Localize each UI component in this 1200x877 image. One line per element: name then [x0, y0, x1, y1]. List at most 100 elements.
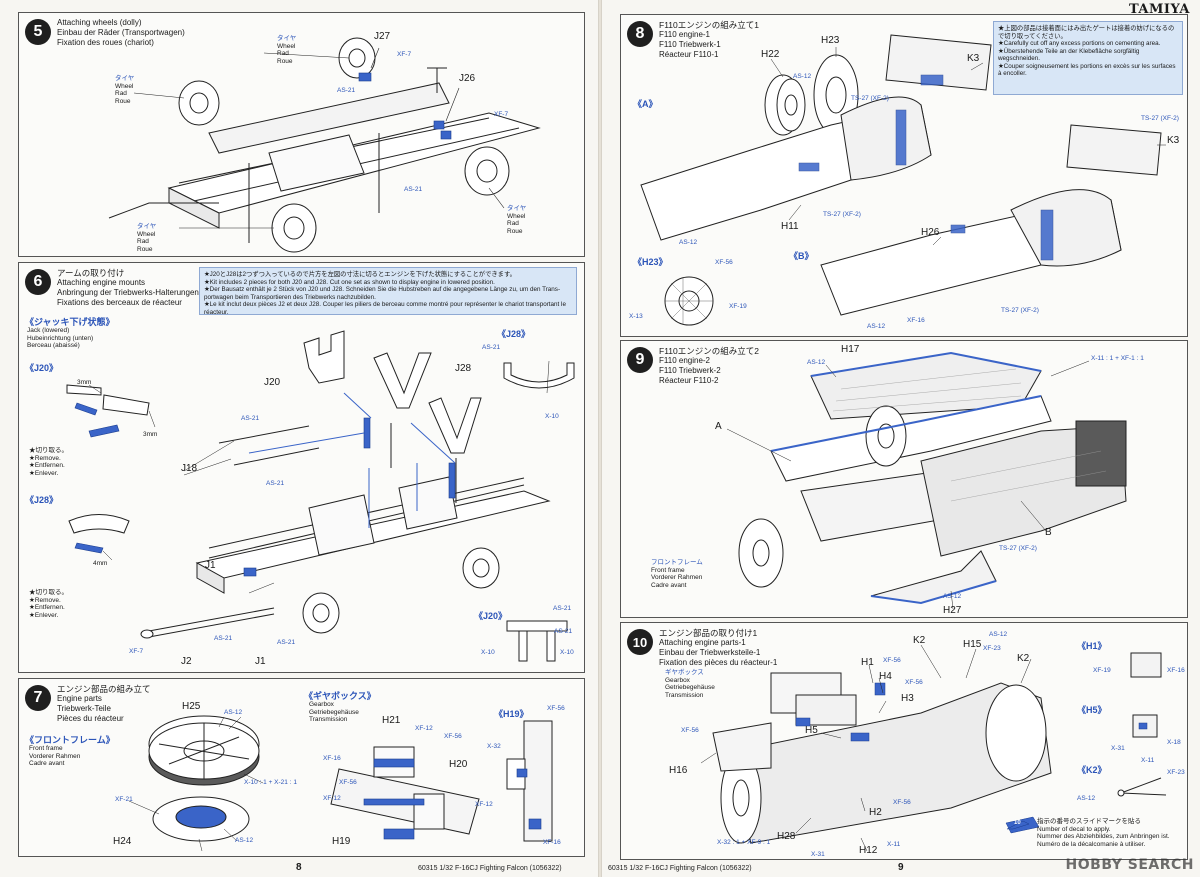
part-h2: H2 — [869, 807, 882, 818]
paint-xf16-b: XF-16 — [543, 839, 561, 846]
front-frame-note: フロントフレーム Front frame Vorderer Rahmen Cad… — [651, 559, 703, 589]
gearbox-section: 《ギヤボックス》 — [304, 691, 376, 701]
step-10-titles: エンジン部品の取り付け1 Attaching engine parts-1 Ei… — [659, 628, 778, 667]
h5-section: 《H5》 — [1077, 705, 1107, 715]
brand-logo: TAMIYA — [1128, 2, 1190, 17]
paint-as21-2: AS-21 — [266, 480, 285, 487]
step-8-note: ★上図の部品は接着面にはみ出たゲートは接着の妨げになるので切り取ってください。 … — [993, 21, 1183, 95]
decal-number: 10 — [1014, 820, 1021, 826]
paint-xf12-c: XF-12 — [475, 801, 493, 808]
decal-legend: 指示の番号のスライドマークを貼る Number of decal to appl… — [1037, 818, 1170, 848]
paint-xf23-a: XF-23 — [983, 645, 1001, 652]
part-h17: H17 — [841, 344, 860, 355]
dim-4mm: 4mm — [93, 560, 108, 567]
paint-x10-1: X-10 — [545, 413, 559, 420]
part-j27: J27 — [374, 31, 391, 42]
paint-xf56-c: XF-56 — [547, 705, 565, 712]
remove-note-1: ★切り取る。 ★Remove. ★Entfernen. ★Enlever. — [29, 447, 68, 477]
step-7-illustration — [128, 715, 553, 852]
step-10-number: 10 — [627, 629, 653, 655]
right-page: TAMIYA 8 F110エンジンの組み立て1 F110 engine-1 F1… — [602, 0, 1200, 877]
h1-section: 《H1》 — [1077, 641, 1107, 651]
step-8-illustration — [640, 34, 1166, 326]
remove-note-2: ★切り取る。 ★Remove. ★Entfernen. ★Enlever. — [29, 589, 68, 619]
front-frame-lines: Front frame Vorderer Rahmen Cadre avant — [29, 745, 81, 767]
paint-xf56-a: XF-56 — [883, 657, 901, 664]
part-h19: H19 — [332, 836, 351, 847]
paint-x18: X-18 — [1167, 739, 1181, 746]
paint-x11-a: X-11 — [887, 841, 901, 848]
paint-as12-a: AS-12 — [793, 73, 812, 80]
paint-xf19: XF-19 — [729, 303, 747, 310]
step-5-number: 5 — [25, 19, 51, 45]
right-page-number: 9 — [898, 862, 904, 873]
book-spine — [598, 0, 602, 877]
paint-x10-2: X-10 — [481, 649, 495, 656]
part-h5: H5 — [805, 725, 818, 736]
section-a: 《A》 — [633, 99, 658, 109]
paint-as12-b: AS-12 — [943, 593, 962, 600]
step-7-titles: エンジン部品の組み立て Engine parts Triebwerk-Teile… — [57, 684, 151, 723]
front-frame-section: 《フロントフレーム》 — [25, 735, 115, 745]
paint-ts27-a: TS-27 (XF-2) — [851, 95, 889, 102]
part-j26: J26 — [459, 73, 476, 84]
j28-right-section: 《J28》 — [497, 329, 531, 339]
watermark-logo: HOBBY SEARCH — [1065, 857, 1194, 873]
part-k2-a: K2 — [913, 635, 926, 646]
paint-ts27-b: TS-27 (XF-2) — [1141, 115, 1179, 122]
paint-xf23-b: XF-23 — [1167, 769, 1185, 776]
step-7-panel: 7 エンジン部品の組み立て Engine parts Triebwerk-Tei… — [18, 678, 585, 857]
part-h20: H20 — [449, 759, 468, 770]
j20-section: 《J20》 — [25, 363, 59, 373]
part-h12: H12 — [859, 845, 878, 856]
paint-as21-7: AS-21 — [554, 628, 573, 635]
part-j18: J18 — [181, 463, 198, 474]
paint-xf56: XF-56 — [715, 259, 733, 266]
part-h22: H22 — [761, 49, 780, 60]
part-h1: H1 — [861, 657, 874, 668]
paint-as21-4: AS-21 — [214, 635, 233, 642]
paint-mix-x10-x21: X-10 : 1 + X-21 : 1 — [244, 779, 297, 786]
left-page: 5 Attaching wheels (dolly) Einbau der Rä… — [0, 0, 598, 877]
paint-as21-3: AS-21 — [482, 344, 501, 351]
part-j1-a: J1 — [205, 560, 216, 571]
step-9-panel: 9 F110エンジンの組み立て2 F110 engine-2 F110 Trie… — [620, 340, 1188, 618]
step-10-illustration — [700, 644, 1167, 852]
paint-as12-b: AS-12 — [679, 239, 698, 246]
paint-as12-c: AS-12 — [867, 323, 886, 330]
part-k2-b: K2 — [1017, 653, 1030, 664]
step-10-panel: 10 エンジン部品の取り付け1 Attaching engine parts-1… — [620, 622, 1188, 860]
part-h15: H15 — [963, 639, 982, 650]
paint-xf56-c: XF-56 — [681, 727, 699, 734]
paint-x10-3: X-10 — [560, 649, 574, 656]
paint-as12-b: AS-12 — [235, 837, 254, 844]
paint-xf7: XF-7 — [129, 648, 144, 655]
part-h26: H26 — [921, 227, 940, 238]
paint-as21-5: AS-21 — [277, 639, 296, 646]
jack-lines: Jack (lowered) Hubeinrichtung (unten) Be… — [27, 327, 94, 349]
paint-x11-xf1: X-11 : 1 + XF-1 : 1 — [1091, 355, 1144, 362]
step-6-illustration — [66, 330, 575, 662]
gearbox-note: ギヤボックス Gearbox Getriebegehäuse Transmiss… — [665, 669, 715, 699]
part-h16: H16 — [669, 765, 688, 776]
paint-as21-a: AS-21 — [337, 87, 356, 94]
paint-as12-a: AS-12 — [807, 359, 826, 366]
paint-as21-6: AS-21 — [553, 605, 572, 612]
part-a: A — [715, 421, 722, 432]
paint-xf56-a: XF-56 — [444, 733, 462, 740]
paint-as21-b: AS-21 — [404, 186, 423, 193]
paint-x31-a: X-31 — [811, 851, 825, 858]
part-j2: J2 — [181, 656, 192, 667]
part-b: B — [1045, 527, 1052, 538]
part-h27: H27 — [943, 605, 962, 616]
step-9-number: 9 — [627, 347, 653, 373]
dim-3mm-b: 3mm — [143, 431, 158, 438]
k2-section: 《K2》 — [1077, 765, 1107, 775]
part-h4: H4 — [879, 671, 892, 682]
step-6-panel: 6 アームの取り付け Attaching engine mounts Anbri… — [18, 262, 585, 673]
step-6-note: ★J20とJ28は2つずつ入っているので片方を左図の寸法に切るとエンジンを下げた… — [199, 267, 577, 316]
step-7-number: 7 — [25, 685, 51, 711]
j20-right-section: 《J20》 — [474, 611, 508, 621]
step-9-titles: F110エンジンの組み立て2 F110 engine-2 F110 Triebw… — [659, 346, 759, 385]
paint-xf16-a: XF-16 — [323, 755, 341, 762]
